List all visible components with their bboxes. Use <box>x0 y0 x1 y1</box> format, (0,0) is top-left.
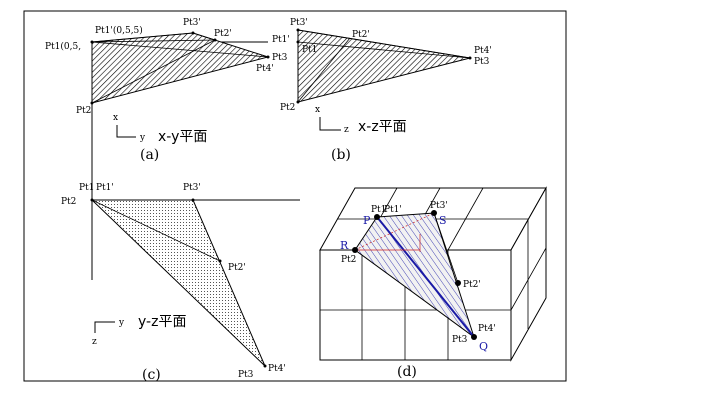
panel-b-top-edge <box>297 29 471 59</box>
panel-d: P Pt1 Pt1' Pt3' S R Pt2 Pt2' Pt4' Pt3 Q … <box>319 186 547 380</box>
panel-b-point-pt3p <box>296 28 300 32</box>
panel-d-label-pt3: Pt3 <box>452 335 468 345</box>
panel-d-label-r: R <box>340 239 349 252</box>
panel-c-label-pt3p: Pt3' <box>183 183 201 193</box>
panel-c-caption: (c) <box>142 367 161 383</box>
panel-d-top-grid-v3 <box>447 187 484 251</box>
panel-a-label-pt2p: Pt2' <box>214 29 232 39</box>
panel-c-label-pt4p: Pt4' <box>268 364 286 374</box>
panel-a-plane-label: x-y平面 <box>158 129 207 145</box>
panel-d-point-pt1 <box>374 214 380 220</box>
panel-c-axis-y-label: y <box>118 318 125 328</box>
panel-b-inner-edge <box>297 37 351 103</box>
panel-c-dotted-triangle <box>90 199 266 367</box>
figure-frame <box>23 10 567 382</box>
panel-a-label-pt3p: Pt3' <box>183 18 201 28</box>
panel-b-hatched-triangle <box>297 29 471 103</box>
panel-c-point-pt3p <box>191 198 195 202</box>
panel-a-label-pt1: Pt1(0,5, <box>45 41 81 52</box>
panel-b: Pt3' Pt1' Pt2' Pt1 Pt4' Pt3 Pt2 x z x-z平… <box>272 18 492 163</box>
panel-a-axis-glyph <box>116 125 136 138</box>
panel-b-label-pt1: Pt1 <box>302 45 317 55</box>
panel-c-point-pt1 <box>90 198 94 202</box>
panel-c-label-pt3: Pt3 <box>238 370 254 380</box>
panel-d-right-grid-h <box>510 247 547 311</box>
panel-b-label-pt3: Pt3 <box>474 57 490 67</box>
panel-d-pq-line <box>376 216 475 338</box>
panel-d-label-pt2: Pt2 <box>341 255 356 265</box>
panel-a-point-pt1 <box>90 40 94 44</box>
panel-a-point-pt3p <box>191 31 195 35</box>
panel-a-label-pt4p: Pt4' <box>256 64 274 74</box>
panel-a-top-wedge <box>91 32 216 43</box>
panel-b-axis-x-label: x <box>315 105 320 115</box>
panel-b-axis-z-label: z <box>344 125 349 135</box>
panel-b-plane-label: x-z平面 <box>358 119 407 135</box>
panel-a: Pt1(0,5, Pt1'(0,5,5) Pt3' Pt2' Pt3 Pt4' … <box>45 18 288 270</box>
panel-b-label-pt4p: Pt4' <box>474 46 492 56</box>
panel-a-point-pt2p <box>213 38 217 42</box>
panel-c-label-pt1: Pt1 <box>79 183 94 193</box>
panel-b-axis-glyph <box>319 117 341 131</box>
panel-a-axis-x-label: x <box>113 113 118 123</box>
panel-b-label-pt2: Pt2 <box>280 103 295 113</box>
panel-b-point-pt1 <box>296 40 300 44</box>
panel-b-label-pt2p: Pt2' <box>352 30 370 40</box>
panel-a-axis-y-label: y <box>139 133 146 143</box>
panel-c-point-pt2p <box>218 259 222 263</box>
panel-d-point-pt2p <box>455 280 461 286</box>
panel-a-point-pt3 <box>266 55 270 59</box>
panel-c-inner-edge <box>91 199 221 262</box>
panel-a-hatched-triangle <box>91 32 270 104</box>
panel-c-point-pt3 <box>263 364 267 368</box>
panel-b-label-pt3p: Pt3' <box>290 18 308 28</box>
panel-d-point-pt2 <box>352 247 358 253</box>
panel-a-caption: (a) <box>140 147 159 163</box>
panel-d-right-edge <box>433 212 459 284</box>
panel-a-label-pt1p: Pt1'(0,5,5) <box>95 25 143 36</box>
panel-c-axis-z-label: z <box>92 337 97 347</box>
panel-b-label-pt1p: Pt1' <box>272 35 290 45</box>
panel-d-label-pt1p: Pt1' <box>384 205 402 215</box>
panel-c-label-pt2p: Pt2' <box>228 263 246 273</box>
panel-c-label-pt1p: Pt1' <box>96 183 114 193</box>
panel-d-label-pt3p: Pt3' <box>430 201 448 211</box>
panel-d-rs-line <box>354 212 435 251</box>
panel-c-plane-label: y-z平面 <box>138 314 186 330</box>
panel-d-label-pt1: Pt1 <box>371 205 386 215</box>
panel-c-axis-glyph <box>94 321 115 333</box>
panel-a-label-pt2: Pt2 <box>76 106 91 116</box>
panel-d-point-pt3 <box>471 334 477 340</box>
panel-a-point-pt2 <box>90 101 94 105</box>
panel-b-mid-edge <box>297 41 471 59</box>
panel-d-right-face <box>510 186 547 362</box>
panel-a-diagonal-edge <box>91 41 269 58</box>
panel-b-point-pt2 <box>296 100 300 104</box>
panel-a-label-pt3: Pt3 <box>272 53 288 63</box>
panel-d-caption: (d) <box>397 364 417 380</box>
panel-d-label-p: P <box>363 214 371 227</box>
panel-d-label-s: S <box>439 214 447 227</box>
panel-c-label-pt2: Pt2 <box>61 197 76 207</box>
panel-b-point-pt3 <box>468 56 472 60</box>
panel-c: Pt1 Pt1' Pt3' Pt2 Pt2' Pt3 Pt4' y z y-z平… <box>61 183 300 383</box>
panel-d-label-pt2p: Pt2' <box>463 280 481 290</box>
panel-b-caption: (b) <box>331 147 351 163</box>
panel-d-point-pt3p <box>431 210 437 216</box>
panel-d-label-pt4p: Pt4' <box>478 324 496 334</box>
panel-d-label-q: Q <box>479 340 488 353</box>
